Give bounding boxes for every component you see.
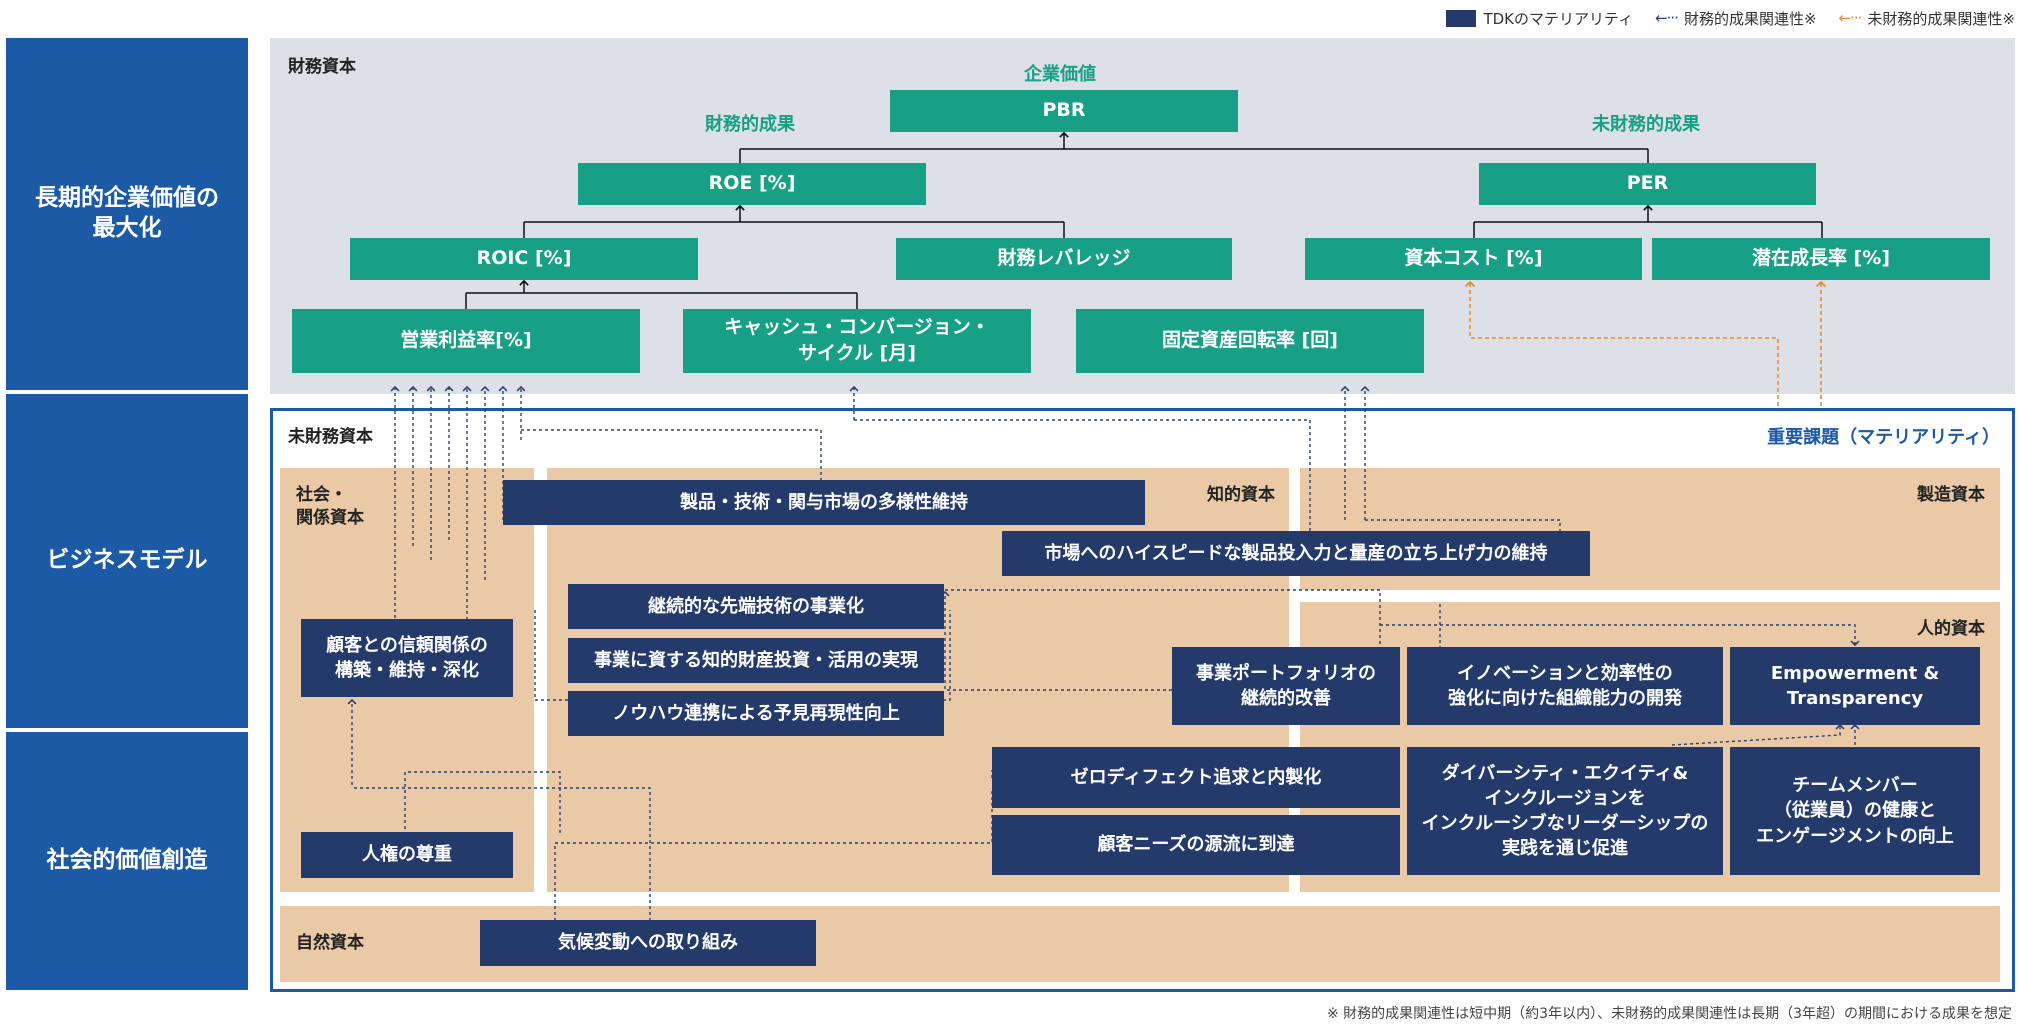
non-financial-results-label: 未財務的成果 bbox=[1592, 114, 1700, 135]
legend-item-non-financial: ←··· 未財務的成果関連性※ bbox=[1839, 8, 2015, 29]
materiality-high-speed-launch: 市場へのハイスピードな製品投入力と量産の立ち上げ力の維持 bbox=[1002, 531, 1590, 576]
materiality-customer-trust: 顧客との信頼関係の 構築・維持・深化 bbox=[301, 619, 513, 697]
materiality-diversity: ダイバーシティ・エクイティ& インクルージョンを インクルーシブなリーダーシップ… bbox=[1407, 747, 1723, 875]
sidebar-business-model: ビジネスモデル bbox=[6, 394, 248, 728]
legend-item-financial: ←··· 財務的成果関連性※ bbox=[1655, 8, 1816, 29]
node-roic: ROIC [%] bbox=[350, 238, 698, 280]
node-pbr: PBR bbox=[890, 90, 1238, 132]
non-financial-capital-title: 未財務資本 bbox=[288, 427, 373, 447]
section-human-label: 人的資本 bbox=[1917, 619, 1985, 639]
legend-non-financial-label: 未財務的成果関連性※ bbox=[1867, 9, 2015, 28]
financial-capital-title: 財務資本 bbox=[288, 57, 356, 77]
legend-item-materiality: TDKのマテリアリティ bbox=[1446, 8, 1633, 29]
dotted-arrow-navy-icon: ←··· bbox=[1655, 9, 1679, 27]
node-roe: ROE [%] bbox=[578, 163, 926, 205]
materiality-market-diversity: 製品・技術・関与市場の多様性維持 bbox=[503, 480, 1145, 525]
materiality-climate: 気候変動への取り組み bbox=[480, 920, 816, 966]
node-fixed-asset-turnover: 固定資産回転率 [回] bbox=[1076, 309, 1424, 373]
legend-financial-label: 財務的成果関連性※ bbox=[1683, 9, 1817, 28]
materiality-zero-defect: ゼロディフェクト追求と内製化 bbox=[992, 747, 1400, 808]
section-social-label: 社会・ 関係資本 bbox=[296, 485, 364, 528]
footnote: ※ 財務的成果関連性は短中期（約3年以内）、未財務的成果関連性は長期（3年超）の… bbox=[1327, 1006, 2012, 1022]
materiality-empowerment: Empowerment & Transparency bbox=[1730, 647, 1980, 725]
section-natural-label: 自然資本 bbox=[296, 933, 364, 953]
materiality-human-rights: 人権の尊重 bbox=[301, 832, 513, 878]
materiality-ip-investment: 事業に資する知的財産投資・活用の実現 bbox=[568, 638, 944, 683]
node-financial-leverage: 財務レバレッジ bbox=[896, 238, 1232, 280]
node-cost-of-capital: 資本コスト [%] bbox=[1305, 238, 1642, 280]
node-ccc: キャッシュ・コンバージョン・ サイクル [月] bbox=[683, 309, 1031, 373]
materiality-business-portfolio: 事業ポートフォリオの 継続的改善 bbox=[1172, 647, 1400, 725]
sidebar-long-term-value: 長期的企業価値の 最大化 bbox=[6, 38, 248, 390]
section-manufactured-label: 製造資本 bbox=[1917, 485, 1985, 505]
materiality-customer-needs: 顧客ニーズの源流に到達 bbox=[992, 815, 1400, 875]
sidebar-social-value: 社会的価値創造 bbox=[6, 732, 248, 990]
node-operating-margin: 営業利益率[%] bbox=[292, 309, 640, 373]
materiality-title: 重要課題（マテリアリティ） bbox=[1767, 427, 2000, 448]
legend-materiality-label: TDKのマテリアリティ bbox=[1483, 9, 1634, 28]
node-per: PER bbox=[1479, 163, 1816, 205]
materiality-innovation: イノベーションと効率性の 強化に向けた組織能力の開発 bbox=[1407, 647, 1723, 725]
node-growth-rate: 潜在成長率 [%] bbox=[1652, 238, 1990, 280]
materiality-team-health: チームメンバー （従業員）の健康と エンゲージメントの向上 bbox=[1730, 747, 1980, 875]
corporate-value-label: 企業価値 bbox=[1024, 64, 1096, 85]
legend: TDKのマテリアリティ ←··· 財務的成果関連性※ ←··· 未財務的成果関連… bbox=[1370, 6, 2015, 30]
dotted-arrow-orange-icon: ←··· bbox=[1838, 9, 1863, 27]
materiality-advanced-tech: 継続的な先端技術の事業化 bbox=[568, 584, 944, 629]
financial-results-label: 財務的成果 bbox=[705, 114, 795, 135]
materiality-knowhow: ノウハウ連携による予見再現性向上 bbox=[568, 691, 944, 736]
materiality-swatch-icon bbox=[1446, 9, 1477, 27]
section-intellectual-label: 知的資本 bbox=[1207, 485, 1275, 505]
